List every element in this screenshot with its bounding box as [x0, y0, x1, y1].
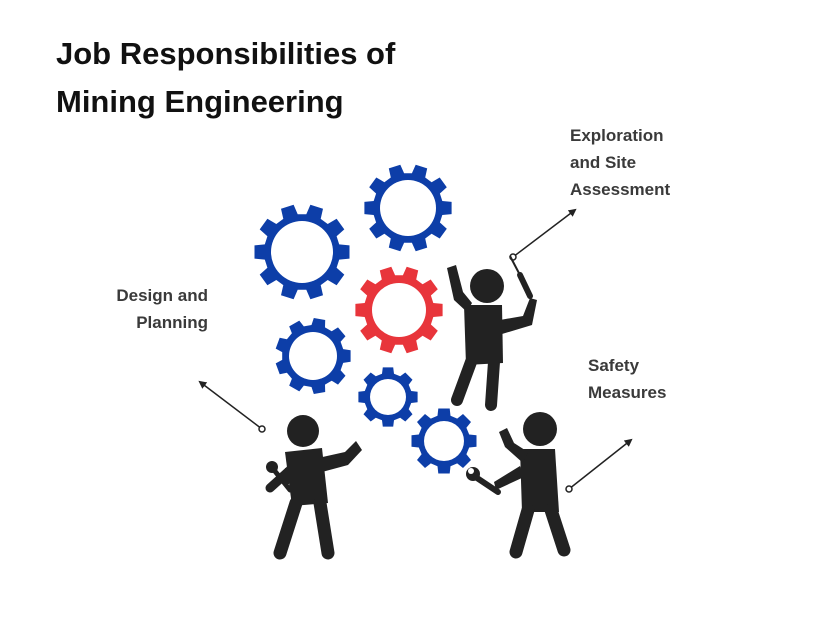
label-exploration-line-3: Assessment [570, 180, 671, 199]
label-exploration-line-1: Exploration [570, 126, 664, 145]
gear-icon-large-left [254, 204, 350, 300]
person-icon [265, 415, 362, 560]
arrow-exploration [509, 208, 577, 261]
label-safety: Safety Measures [588, 352, 666, 406]
label-exploration-line-2: and Site [570, 153, 637, 172]
gear-icon-small [358, 367, 418, 427]
wrench-icon [466, 467, 501, 495]
screwdriver-icon [509, 255, 533, 299]
gear-icon-top [364, 164, 452, 252]
gear-icon-mid-left [275, 318, 351, 394]
gear-icon-lower [411, 408, 477, 474]
label-exploration: Exploration and Site Assessment [570, 122, 670, 203]
page-title: Job Responsibilities of Mining Engineeri… [56, 30, 395, 126]
label-design-line-1: Design and [116, 286, 208, 305]
person-icon [447, 265, 537, 411]
wrench-icon [266, 461, 293, 493]
arrow-safety [565, 438, 633, 493]
label-design-line-2: Planning [136, 313, 208, 332]
label-safety-line-2: Measures [588, 383, 667, 402]
label-design: Design and Planning [102, 282, 208, 336]
title-line-2: Mining Engineering [56, 84, 344, 119]
arrow-design [198, 380, 266, 433]
gear-cluster [254, 164, 477, 474]
label-safety-line-1: Safety [588, 356, 640, 375]
person-icon [494, 412, 571, 559]
gear-icon-red [355, 266, 443, 354]
title-line-1: Job Responsibilities of [56, 36, 396, 71]
